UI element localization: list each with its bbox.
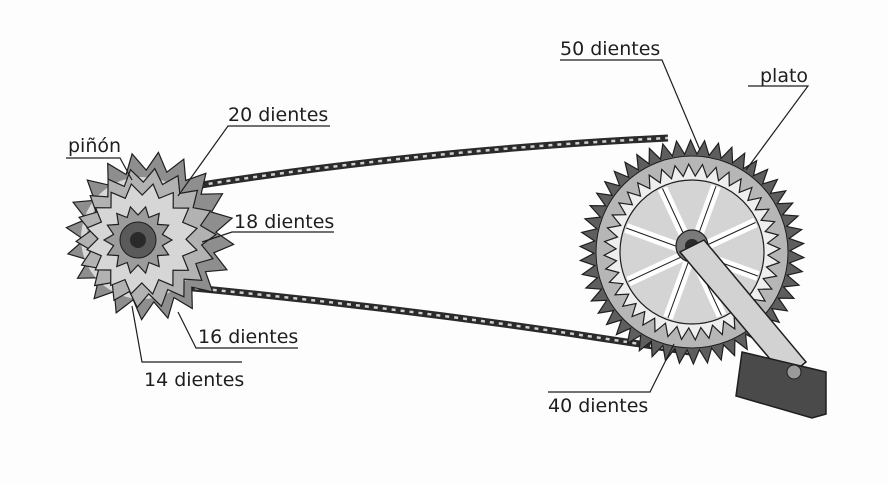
chain-upper-run-links bbox=[181, 136, 669, 190]
label-16-dientes: 16 dientes bbox=[198, 326, 298, 348]
leader-50-dientes bbox=[560, 59, 701, 151]
label-40-dientes: 40 dientes bbox=[548, 395, 648, 417]
label-14-dientes: 14 dientes bbox=[144, 369, 244, 391]
label-50-dientes: 50 dientes bbox=[560, 38, 660, 60]
cassette-axle bbox=[130, 232, 146, 248]
label-plato: plato bbox=[760, 65, 808, 87]
label-20-dientes: 20 dientes bbox=[228, 104, 328, 126]
spoke-outline bbox=[667, 251, 693, 318]
label-18-dientes: 18 dientes bbox=[234, 211, 334, 233]
chain-lower-run-links bbox=[149, 282, 691, 354]
chain-upper-run bbox=[181, 134, 669, 192]
pedal bbox=[735, 351, 827, 419]
leader-20-dientes bbox=[177, 125, 330, 197]
leader-14-dientes bbox=[131, 305, 242, 363]
label-pinon: piñón bbox=[68, 135, 121, 157]
pedal-bolt bbox=[786, 364, 802, 380]
leader-lines bbox=[66, 59, 810, 393]
rear-cassette bbox=[65, 151, 235, 321]
leader-18-dientes bbox=[201, 231, 334, 243]
leader-pinon bbox=[66, 157, 133, 181]
leader-plato bbox=[745, 85, 810, 171]
leader-40-dientes bbox=[548, 343, 675, 393]
chain bbox=[149, 134, 691, 356]
leader-16-dientes bbox=[177, 311, 298, 349]
labels: piñón 20 dientes 18 dientes 16 dientes 1… bbox=[68, 38, 808, 417]
crank-arm bbox=[678, 239, 808, 380]
crank-and-pedal bbox=[678, 239, 827, 419]
